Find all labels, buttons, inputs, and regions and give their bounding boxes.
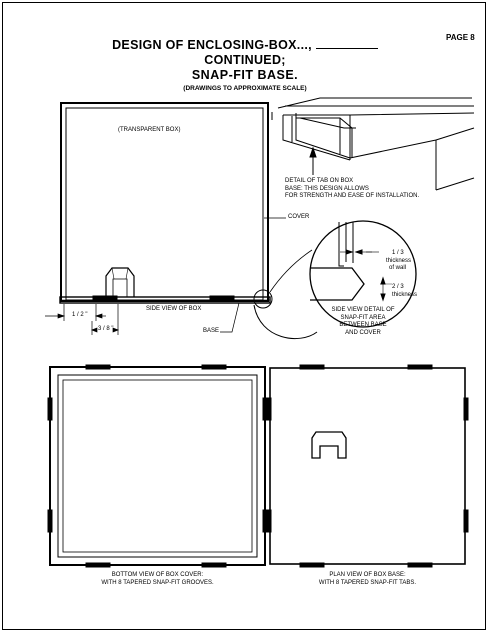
dimension-half-label: 1 / 2 " [72, 312, 88, 318]
side-view-box [59, 102, 271, 304]
page-title-line-3: SNAP-FIT BASE. [191, 68, 299, 82]
two-thirds-thickness-label: 2 / 3 thickness [392, 284, 417, 299]
snap-detail-caption-line-3: BETWEEN BASE [339, 322, 387, 328]
two-thirds-line-2: thickness [392, 291, 418, 298]
bottom-view-drawing [47, 364, 268, 568]
two-thirds-line-1: 2 / 3 [392, 284, 404, 290]
page-subtitle: (DRAWINGS TO APPROXIMATE SCALE) [183, 85, 307, 92]
cover-label: COVER [288, 214, 310, 220]
tab-detail-caption-line-1: DETAIL OF TAB ON BOX [285, 178, 354, 184]
plan-view-caption-line-1: PLAN VIEW OF BOX BASE: [329, 572, 406, 578]
bottom-view-caption-line-1: BOTTOM VIEW OF BOX COVER: [111, 572, 204, 578]
bottom-view-caption-line-2: WITH 8 TAPERED SNAP-FIT GROOVES. [101, 579, 214, 586]
snap-fit-detail-circle [309, 220, 417, 328]
tab-detail-caption-line-3: FOR STRENGTH AND EASE OF INSTALLATION. [285, 193, 420, 199]
plan-view-caption: PLAN VIEW OF BOX BASE: WITH 8 TAPERED SN… [270, 572, 465, 587]
snap-fit-detail-caption: SIDE VIEW DETAIL OF SNAP-FIT AREA BETWEE… [318, 307, 408, 337]
snap-detail-caption-line-1: SIDE VIEW DETAIL OF [331, 307, 395, 313]
one-third-line-3: of wall [389, 265, 407, 271]
title-text: DESIGN OF ENCLOSING-BOX..., [112, 38, 312, 52]
bottom-view-caption: BOTTOM VIEW OF BOX COVER: WITH 8 TAPERED… [50, 572, 265, 587]
dimension-three-eighths-label: 3 / 8 " [98, 326, 114, 332]
plan-view-drawing [266, 364, 469, 568]
tab-detail-caption: DETAIL OF TAB ON BOX BASE: THIS DESIGN A… [285, 178, 419, 201]
snap-fit-callout-circle [253, 289, 273, 309]
one-third-line-1: 1 / 3 [392, 250, 404, 256]
side-view-caption: SIDE VIEW OF BOX [146, 306, 202, 312]
page-number: PAGE 8 [446, 33, 475, 42]
one-third-thickness-label: 1 / 3 thickness of wall [386, 250, 411, 273]
tab-detail-drawing [271, 97, 475, 191]
page-border [2, 2, 486, 630]
one-third-line-2: thickness [386, 257, 412, 264]
page-title-line-1: DESIGN OF ENCLOSING-BOX..., [0, 38, 490, 52]
base-leader [220, 302, 240, 333]
transparent-box-label: (TRANSPARENT BOX) [118, 127, 181, 133]
dimension-half-inch [45, 304, 106, 321]
page-title-line-2: CONTINUED; [204, 53, 286, 67]
snap-detail-caption-line-4: AND COVER [345, 329, 381, 336]
base-label: BASE [203, 328, 220, 334]
dimension-three-eighths [91, 304, 119, 335]
plan-view-caption-line-2: WITH 8 TAPERED SNAP-FIT TABS. [318, 579, 417, 586]
title-underline [315, 48, 378, 49]
snap-detail-caption-line-2: SNAP-FIT AREA [340, 314, 386, 321]
tab-detail-caption-line-2: BASE: THIS DESIGN ALLOWS [285, 185, 369, 192]
